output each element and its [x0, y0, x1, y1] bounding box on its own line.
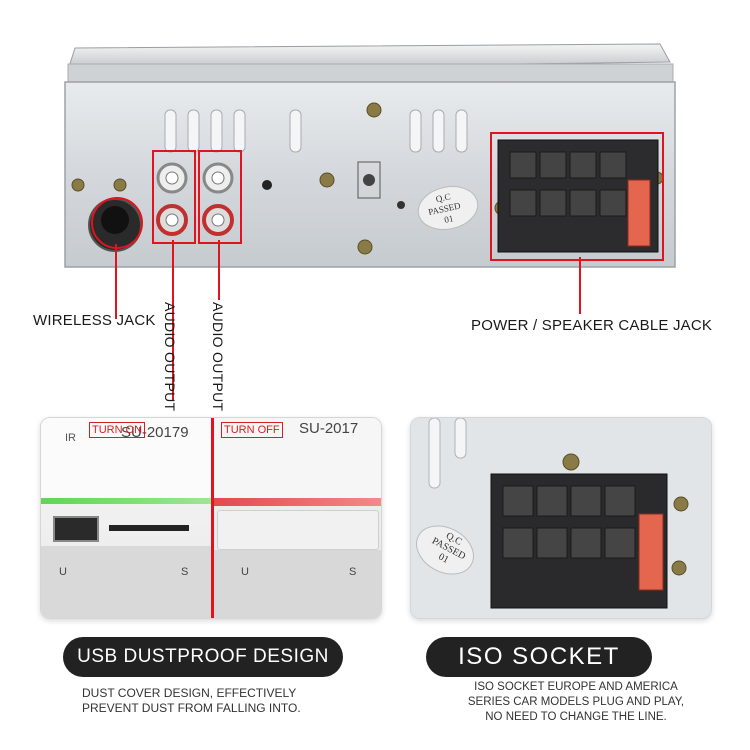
panel-off: SU-2017 U S: [213, 418, 381, 618]
panel-divider: [211, 418, 214, 618]
front-panel-top-off: [213, 418, 381, 499]
iso-title-pill: ISO SOCKET: [426, 637, 652, 677]
iso-socket-illustration: [411, 418, 711, 618]
wireless-jack-line: [115, 244, 117, 319]
usb-title-pill: USB DUSTPROOF DESIGN: [63, 637, 343, 677]
audio-output-highlight-1: [152, 150, 196, 244]
power-speaker-label: POWER / SPEAKER CABLE JACK: [471, 317, 713, 334]
iso-title: ISO SOCKET: [458, 643, 620, 670]
model-right: SU-2017: [299, 420, 359, 437]
audio-output-line-2: [218, 240, 220, 300]
dust-cover: [217, 510, 379, 550]
panel-on: IR SU-20179 U S: [41, 418, 211, 618]
stamp-text-3: 01: [443, 213, 454, 225]
audio-output-label-1: AUDIO OUTPUT: [162, 302, 178, 412]
iso-description-line3: NO NEED TO CHANGE THE LINE.: [485, 711, 667, 723]
usb-port[interactable]: [53, 516, 99, 542]
turn-on-label: TURN ON: [89, 422, 146, 438]
audio-output-label-2: AUDIO OUTPUT: [210, 302, 226, 412]
radio-rear-photo: Q.C PASSED 01: [40, 40, 690, 280]
usb-description-line1: DUST COVER DESIGN, EFFECTIVELY: [82, 686, 297, 700]
audio-output-highlight-2: [198, 150, 242, 244]
usb-dustproof-photo: IR SU-20179 U S SU-2017 U S TURN ON TURN…: [40, 417, 382, 619]
ir-label: IR: [65, 432, 76, 444]
iso-description-line2: SERIES CAR MODELS PLUG AND PLAY,: [467, 696, 685, 708]
wireless-jack-highlight: [91, 197, 143, 249]
s-label-right: S: [349, 566, 357, 578]
u-label-left: U: [59, 566, 67, 578]
usb-description-line2: PREVENT DUST FROM FALLING INTO.: [82, 701, 301, 715]
iso-highlight: [490, 132, 664, 261]
s-label-left: S: [181, 566, 189, 578]
audio-output-line-1: [172, 240, 174, 400]
model-left: SU-20179: [121, 424, 189, 441]
iso-description-line1: ISO SOCKET EUROPE AND AMERICA: [474, 681, 678, 693]
stamp-text-1: Q.C: [435, 191, 452, 204]
usb-title: USB DUSTPROOF DESIGN: [77, 646, 329, 667]
lower-trim-off: [213, 550, 381, 618]
sd-slot[interactable]: [109, 525, 189, 531]
radio-rear-illustration: Q.C PASSED 01: [64, 43, 676, 268]
turn-off-label: TURN OFF: [221, 422, 283, 438]
iso-description: ISO SOCKET EUROPE AND AMERICA SERIES CAR…: [436, 680, 716, 725]
green-glow: [41, 498, 211, 504]
u-label-right: U: [241, 566, 249, 578]
usb-description: DUST COVER DESIGN, EFFECTIVELY PREVENT D…: [82, 686, 352, 716]
lower-trim-on: [41, 546, 211, 618]
red-glow: [213, 498, 381, 506]
iso-socket-photo: Q.C PASSED 01: [410, 417, 712, 619]
wireless-jack-label: WIRELESS JACK: [33, 312, 156, 329]
power-speaker-line: [579, 257, 581, 314]
